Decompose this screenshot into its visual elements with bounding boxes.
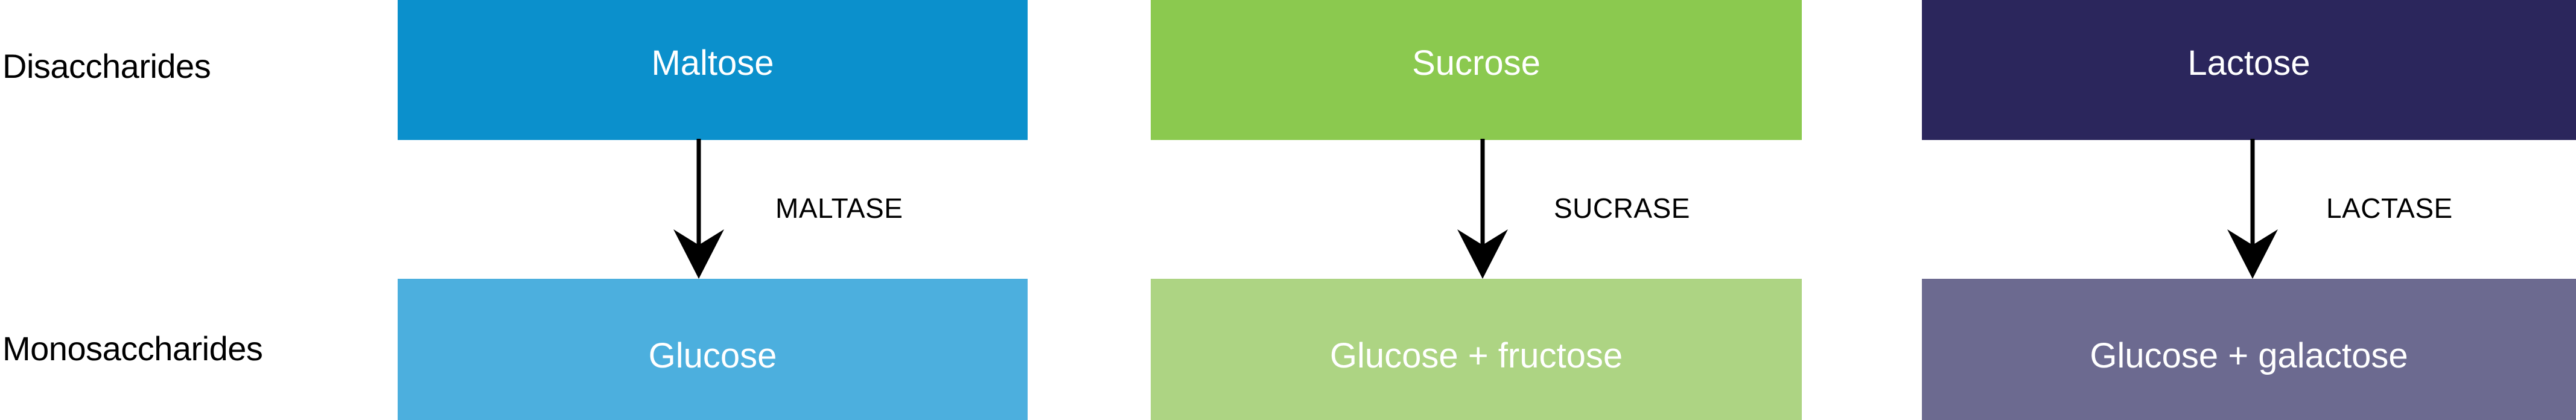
box-sucrose-label: Sucrose [1412, 43, 1541, 83]
box-sucrose: Sucrose [1151, 0, 1802, 140]
row-label-disaccharides: Disaccharides [2, 47, 211, 85]
row-label-monosaccharides: Monosaccharides [2, 329, 263, 368]
box-glucose-fructose-label: Glucose + fructose [1329, 336, 1623, 375]
box-glucose-fructose: Glucose + fructose [1151, 279, 1802, 420]
down-arrow-icon-sucrase [1446, 139, 1519, 280]
box-lactose: Lactose [1922, 0, 2576, 140]
down-arrow-icon-lactase [2216, 139, 2289, 280]
box-lactose-label: Lactose [2187, 43, 2310, 83]
box-glucose: Glucose [398, 279, 1028, 420]
enzyme-label-maltase: MALTASE [775, 192, 903, 224]
enzyme-label-lactase: LACTASE [2326, 192, 2453, 224]
box-glucose-galactose-label: Glucose + galactose [2090, 336, 2408, 375]
box-maltose: Maltose [398, 0, 1028, 140]
enzyme-label-sucrase: SUCRASE [1554, 192, 1690, 224]
box-glucose-label: Glucose [648, 336, 777, 375]
box-maltose-label: Maltose [651, 43, 774, 83]
box-glucose-galactose: Glucose + galactose [1922, 279, 2576, 420]
down-arrow-icon-maltase [663, 139, 735, 280]
